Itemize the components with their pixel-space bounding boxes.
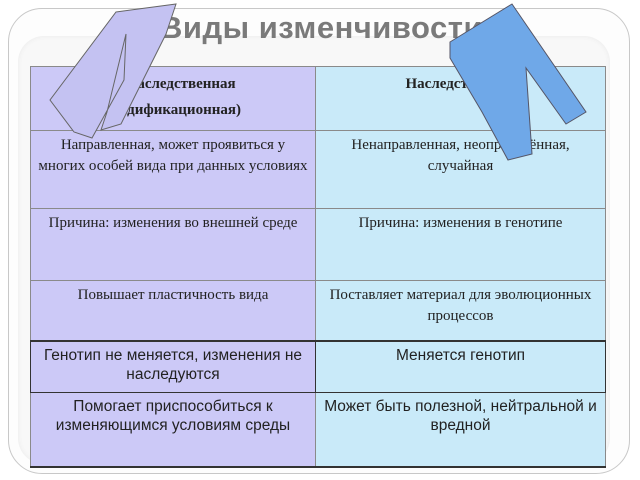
- table-cell-right: Может быть полезной, нейтральной и вредн…: [315, 392, 606, 468]
- table-cell-left: Направленная, может проявиться у многих …: [30, 130, 316, 209]
- table-cell-left: Помогает приспособиться к изменяющимся у…: [30, 392, 316, 468]
- header-left-subtitle: (модификационная): [105, 102, 241, 118]
- table-cell-right: Меняется генотип: [315, 339, 606, 393]
- table-cell-left: Повышает пластичность вида: [30, 280, 316, 341]
- slide-title: Виды изменчивости: [160, 10, 484, 45]
- table-cell-left: Генотип не меняется, изменения не наслед…: [30, 339, 316, 393]
- table-cell-right: Поставляет материал для эволюционных про…: [315, 280, 606, 341]
- blue-lambda-shape-icon: [449, 3, 587, 161]
- table-cell-left: Причина: изменения во внешней среде: [30, 208, 316, 281]
- table-row: Направленная, может проявиться у многих …: [30, 130, 606, 209]
- table-row: Генотип не меняется, изменения не наслед…: [30, 339, 606, 393]
- lavender-lambda-shape-icon: [49, 3, 177, 139]
- table-row: Причина: изменения во внешней среде Прич…: [30, 208, 606, 281]
- table-row: Повышает пластичность вида Поставляет ма…: [30, 280, 606, 341]
- table-cell-right: Причина: изменения в генотипе: [315, 208, 606, 281]
- table-cell-right: Ненаправленная, неопределённая, случайна…: [315, 130, 606, 209]
- table-row: Помогает приспособиться к изменяющимся у…: [30, 392, 606, 468]
